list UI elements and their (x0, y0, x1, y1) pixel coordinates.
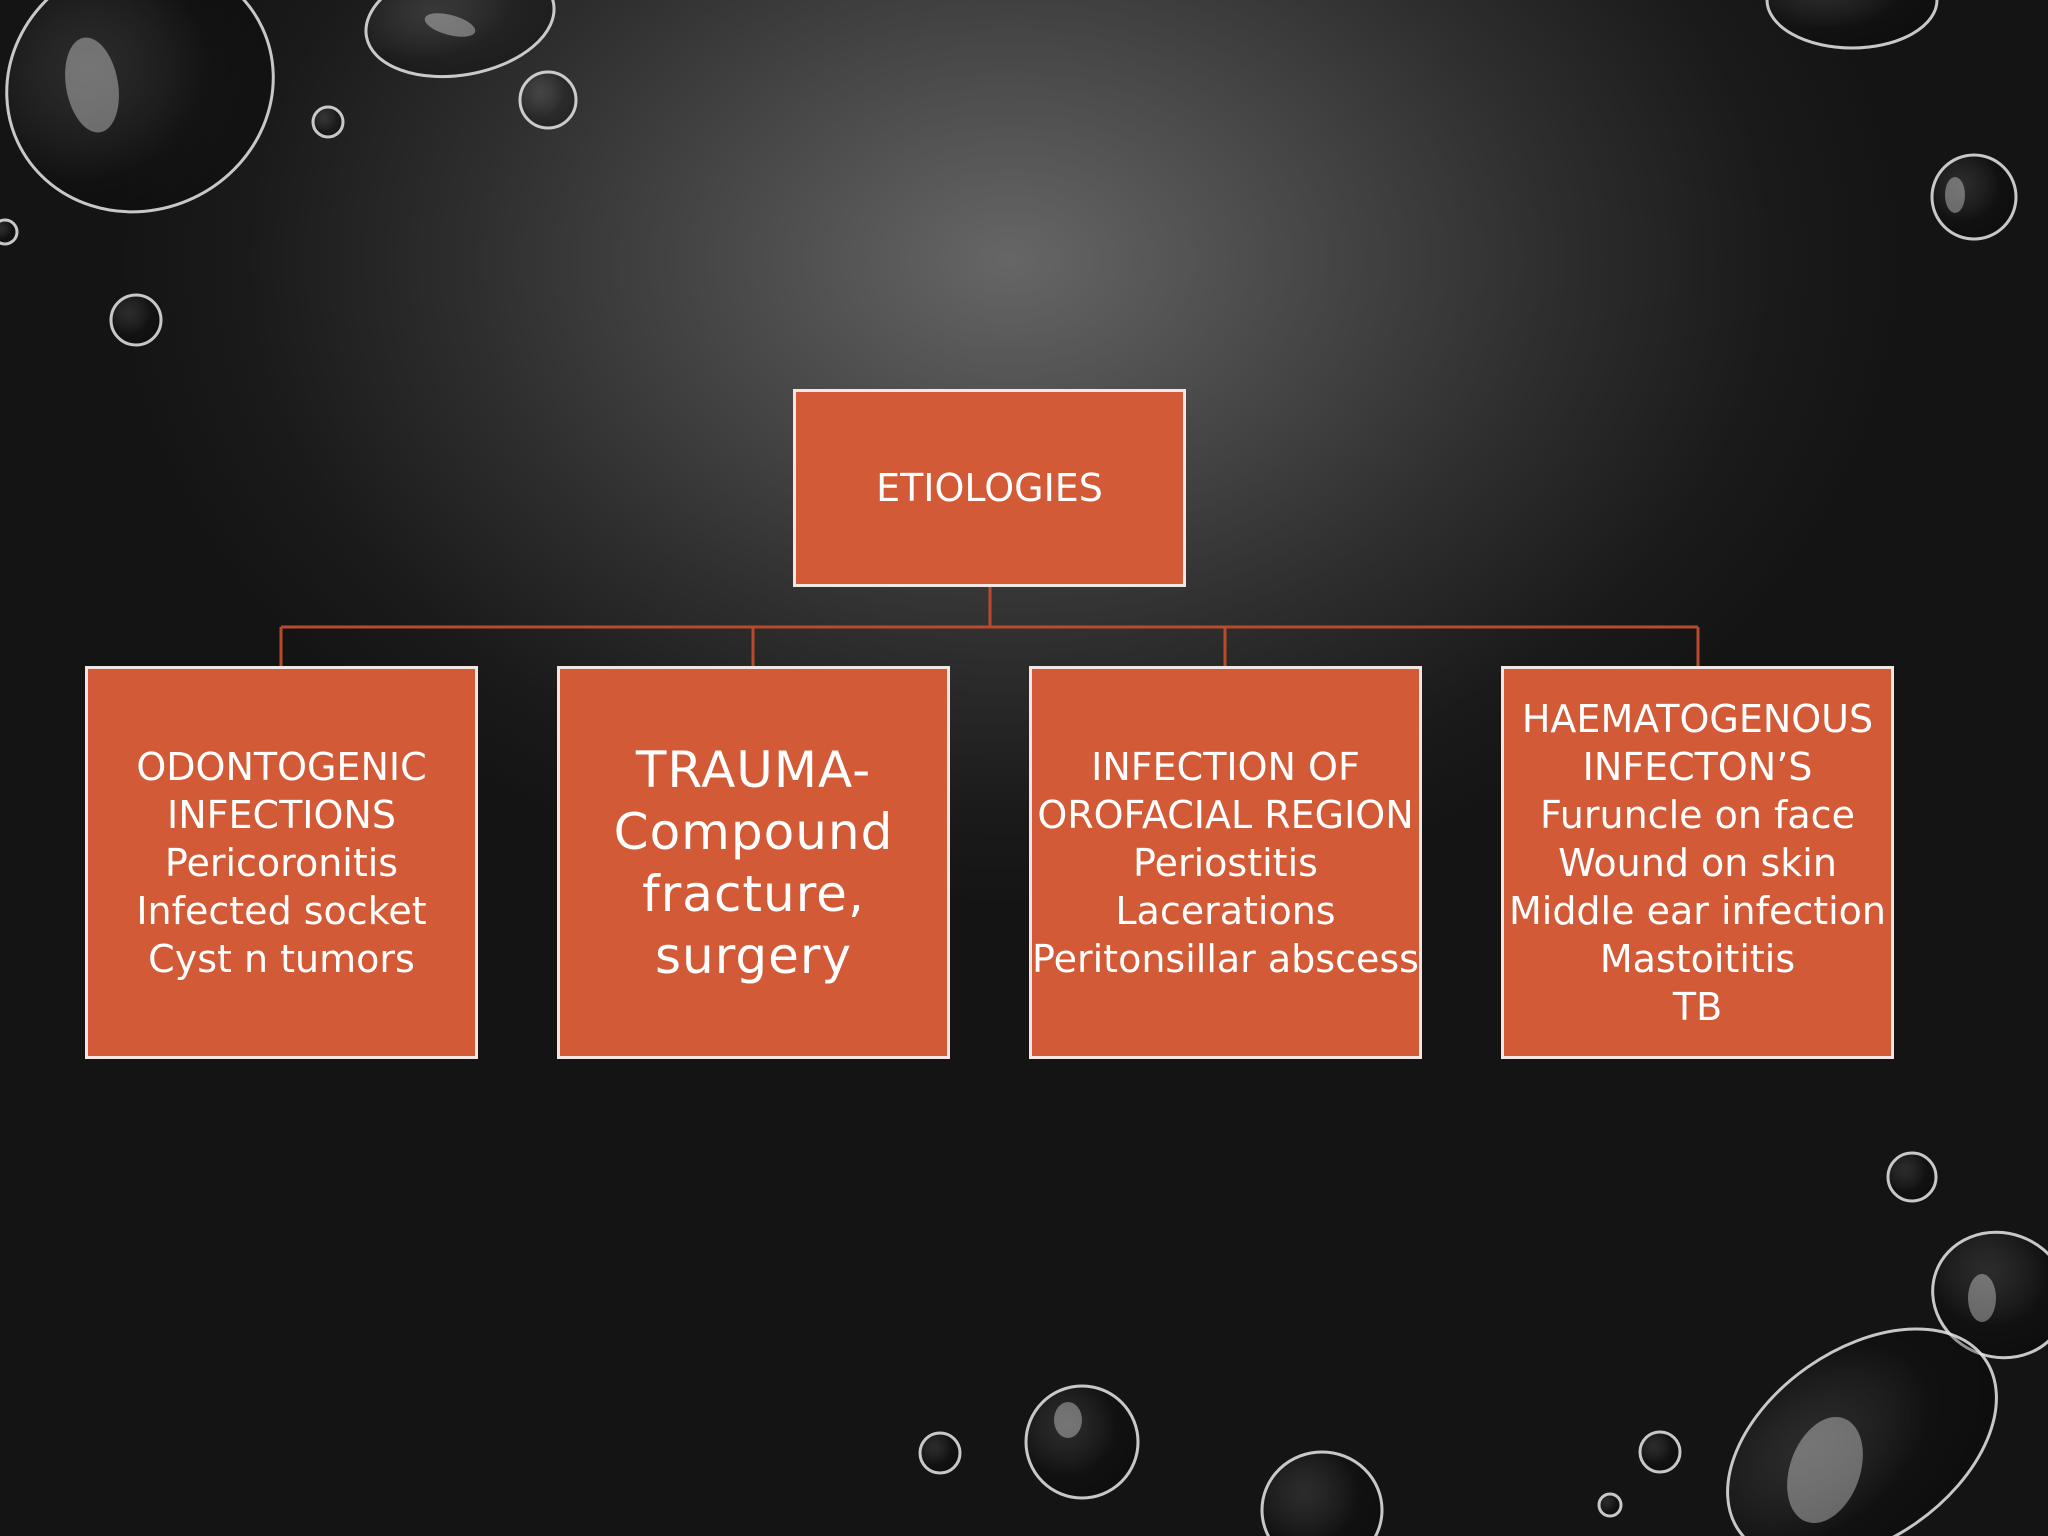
node-line: Mastoititis (1599, 936, 1796, 981)
node-line: INFECTIONS (167, 792, 396, 837)
child-node-haematogenous-infections: HAEMATOGENOUS INFECTON’S Furuncle on fac… (1501, 666, 1894, 1059)
node-line: HAEMATOGENOUS (1521, 696, 1874, 741)
node-line: Peritonsillar abscess (1032, 936, 1419, 981)
node-text: ODONTOGENIC INFECTIONS Pericoronitis Inf… (136, 743, 426, 983)
node-line: OROFACIAL REGION (1037, 792, 1414, 837)
node-line: Middle ear infection (1508, 888, 1887, 933)
root-node-label: ETIOLOGIES (876, 466, 1103, 510)
node-line: ODONTOGENIC (136, 744, 427, 789)
node-line: TB (1672, 984, 1723, 1029)
node-line: INFECTION OF (1091, 744, 1360, 789)
node-line: Infected socket (136, 888, 427, 933)
node-text: TRAUMA- Compound fracture, surgery (614, 739, 894, 987)
node-line: Wound on skin (1558, 840, 1837, 885)
child-node-orofacial-infection: INFECTION OF OROFACIAL REGION Periostiti… (1029, 666, 1422, 1059)
child-node-odontogenic-infections: ODONTOGENIC INFECTIONS Pericoronitis Inf… (85, 666, 478, 1059)
node-line: TRAUMA- (635, 740, 872, 799)
node-line: INFECTON’S (1582, 744, 1813, 789)
node-line: Compound (613, 802, 894, 861)
node-line: Lacerations (1115, 888, 1336, 933)
node-line: surgery (654, 926, 853, 985)
node-line: Cyst n tumors (148, 936, 415, 981)
node-line: Periostitis (1133, 840, 1318, 885)
node-line: fracture, (642, 864, 865, 923)
child-node-trauma: TRAUMA- Compound fracture, surgery (557, 666, 950, 1059)
node-text: HAEMATOGENOUS INFECTON’S Furuncle on fac… (1509, 695, 1886, 1031)
root-node-etiologies: ETIOLOGIES (793, 389, 1186, 587)
node-line: Furuncle on face (1540, 792, 1855, 837)
node-line: Pericoronitis (164, 840, 399, 885)
node-text: INFECTION OF OROFACIAL REGION Periostiti… (1032, 743, 1419, 983)
